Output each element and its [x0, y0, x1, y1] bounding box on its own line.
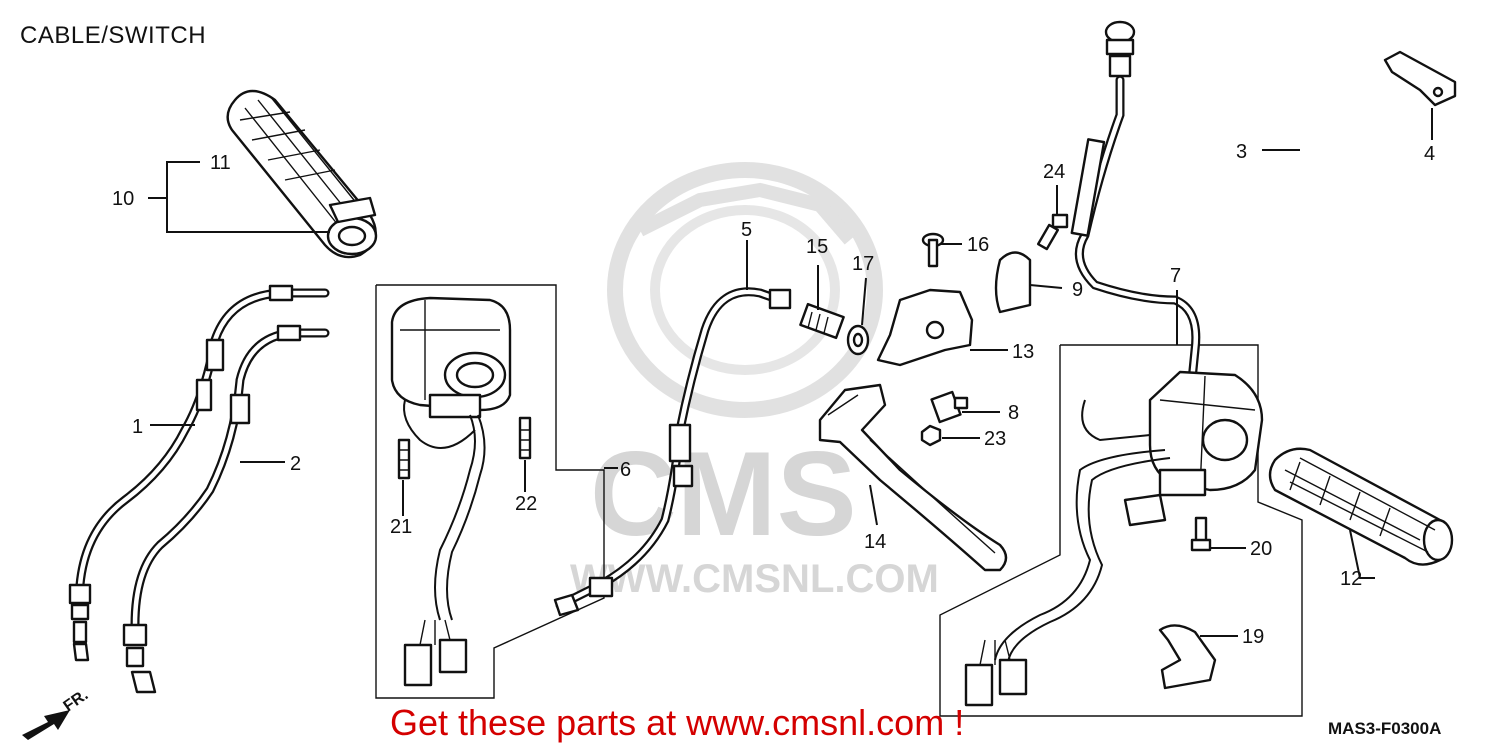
- right-grip: [1268, 447, 1454, 566]
- throttle-cable-2: [122, 324, 330, 694]
- clip-19: [1158, 624, 1217, 690]
- callout-19: 19: [1242, 626, 1264, 648]
- callout-16: 16: [967, 234, 989, 256]
- callout-7: 7: [1170, 265, 1181, 287]
- screw-24: [1036, 213, 1069, 251]
- watermark-brand: CMS: [590, 427, 857, 561]
- callout-21: 21: [390, 516, 412, 538]
- nut-23: [920, 424, 942, 447]
- callout-10: 10: [112, 188, 134, 210]
- clamp-9: [994, 251, 1032, 314]
- callout-6: 6: [620, 459, 631, 481]
- parts-link-banner[interactable]: Get these parts at www.cmsnl.com !: [390, 702, 965, 743]
- callout-12: 12: [1340, 568, 1362, 590]
- callout-5: 5: [741, 219, 752, 241]
- diagram-code: MAS3-F0300A: [1328, 719, 1442, 738]
- screw-20: [1190, 516, 1212, 552]
- right-switch-assembly: [964, 370, 1264, 707]
- callout-20: 20: [1250, 538, 1272, 560]
- callout-11: 11: [210, 152, 231, 174]
- callout-23: 23: [984, 428, 1006, 450]
- leader-lines: [148, 108, 1433, 637]
- screw-21: [397, 438, 411, 480]
- front-direction-arrow: FR.: [22, 687, 91, 740]
- watermark-mascot: [607, 162, 883, 418]
- screw-22: [518, 416, 532, 460]
- page-title: CABLE/SWITCH: [20, 22, 207, 49]
- callout-3: 3: [1236, 141, 1247, 163]
- screw-16: [921, 232, 945, 268]
- callouts: 1 2 3 4 5 6 7 8 9 10 11 12 13 14 15 16 1…: [112, 141, 1435, 648]
- cable-3: [1070, 20, 1202, 440]
- callout-8: 8: [1008, 402, 1019, 424]
- callout-4: 4: [1424, 143, 1435, 165]
- callout-24: 24: [1043, 161, 1065, 183]
- cable-5: [553, 287, 792, 617]
- lever-14: [818, 383, 1008, 572]
- throttle-cable-1: [68, 284, 330, 662]
- front-direction-label: FR.: [61, 687, 92, 716]
- callout-17: 17: [852, 253, 874, 275]
- bracket-4: [1383, 50, 1457, 107]
- washer-17: [846, 324, 870, 356]
- callout-2: 2: [290, 453, 301, 475]
- left-switch-assembly: [390, 296, 512, 687]
- callout-1: 1: [132, 416, 143, 438]
- watermark: CMS WWW.CMSNL.COM: [570, 162, 939, 601]
- left-grip: [226, 89, 378, 259]
- switch-8: [930, 390, 969, 424]
- pivot-bolt-15: [799, 302, 845, 340]
- left-switch-box: [375, 284, 605, 699]
- callout-9: 9: [1072, 279, 1083, 301]
- callout-14: 14: [864, 531, 886, 553]
- callout-22: 22: [515, 493, 537, 515]
- callout-15: 15: [806, 236, 828, 258]
- callout-13: 13: [1012, 341, 1034, 363]
- lever-bracket-13: [876, 288, 974, 367]
